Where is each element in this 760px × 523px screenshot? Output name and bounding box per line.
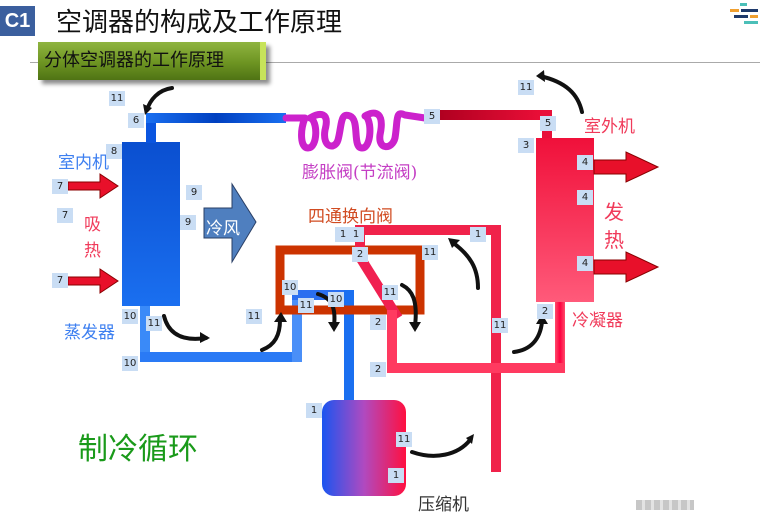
expansion-valve-label: 膨胀阀(节流阀) [302,163,418,183]
step-tag: 7 [52,273,68,288]
condenser-label: 冷凝器 [572,311,623,331]
step-tag: 2 [537,304,553,319]
step-tag: 1 [470,227,486,242]
release-heat-label-2: 热 [604,228,624,252]
step-tag: 1 [306,403,322,418]
return-pipe-riser [292,292,302,362]
heat-in-arrow-bottom [67,268,119,294]
step-tag: 10 [282,280,298,295]
four-way-valve-label: 四通换向阀 [308,207,393,227]
step-tag: 11 [518,80,534,95]
flow-arrow-to-valve [260,318,282,352]
step-tag: 11 [298,298,314,313]
condenser-outlet-pipe [555,302,565,372]
step-tag: 10 [328,292,344,307]
compressor-label: 压缩机 [418,495,469,515]
subtitle-banner: 分体空调器的工作原理 [38,42,266,80]
step-tag: 3 [518,138,534,153]
expansion-valve-coil [282,109,429,152]
heat-out-arrow-top [593,151,660,183]
flow-arrow-heads [143,70,548,444]
evaporator-label: 蒸发器 [64,323,115,343]
step-tag: 11 [246,309,262,324]
step-tag: 11 [422,245,438,260]
step-tag: 10 [122,309,138,324]
step-tag: 11 [492,318,508,333]
absorb-heat-label-1: 吸 [84,215,101,235]
step-tag: 11 [109,91,125,106]
step-tag: 11 [396,432,412,447]
title-divider [30,62,760,63]
step-tag: 5 [424,109,440,124]
indoor-top-pipe [146,113,286,123]
cold-air-label: 冷风 [206,219,240,239]
evaporator-return-pipe-h [140,352,302,362]
flow-arrow-valve-up [450,240,480,290]
page-title: 空调器的构成及工作原理 [56,8,343,38]
flow-arrow-valve-down-right [400,283,418,328]
absorb-heat-label-2: 热 [84,241,101,261]
valve-to-condenser-pipe [387,310,565,373]
step-tag: 6 [128,113,144,128]
step-tag: 2 [352,247,368,262]
step-tag: 2 [370,362,386,377]
heat-out-arrow-bottom [593,251,660,283]
step-tag: 11 [146,316,162,331]
release-heat-label-1: 发 [604,200,624,224]
step-tag: 4 [577,256,593,271]
step-tag: 1 [388,468,404,483]
step-tag: 2 [370,315,386,330]
step-tag: 11 [382,285,398,300]
compressor-suction-pipe [344,290,354,404]
heat-in-arrow-top [67,173,119,199]
compressor-body [322,400,406,496]
valve-diagonal-pipe [353,251,403,321]
flow-arrow-outdoor-top [538,74,584,114]
outdoor-unit-label: 室外机 [584,117,635,137]
outdoor-top-pipe [440,110,552,120]
evaporator-return-pipe-v [140,306,150,360]
subtitle-text: 分体空调器的工作原理 [44,50,224,71]
step-tag: 9 [186,185,202,200]
brand-logo-icon [730,3,758,24]
step-tag: 1 [335,227,351,242]
step-tag: 10 [122,356,138,371]
four-way-valve-body [275,245,425,315]
watermark [636,500,694,510]
step-tag: 7 [57,208,73,223]
flow-arrow-compressor [410,438,472,458]
step-tag: 8 [106,144,122,159]
flow-arrow-condenser [512,320,544,354]
section-badge: C1 [0,6,35,36]
flow-arrow-indoor-top [145,86,174,112]
flow-arrow-evaporator-bottom [162,314,208,341]
indoor-unit-label: 室内机 [58,153,109,173]
evaporator-outlet-pipe [146,113,156,143]
step-tag: 1 [348,227,364,242]
step-tag: 7 [52,179,68,194]
step-tag: 4 [577,190,593,205]
step-tag: 4 [577,155,593,170]
step-tag: 5 [540,116,556,131]
cold-air-arrow [203,182,257,264]
evaporator-body [122,142,180,306]
step-tag: 9 [180,215,196,230]
refrigeration-cycle-title: 制冷循环 [78,432,198,467]
